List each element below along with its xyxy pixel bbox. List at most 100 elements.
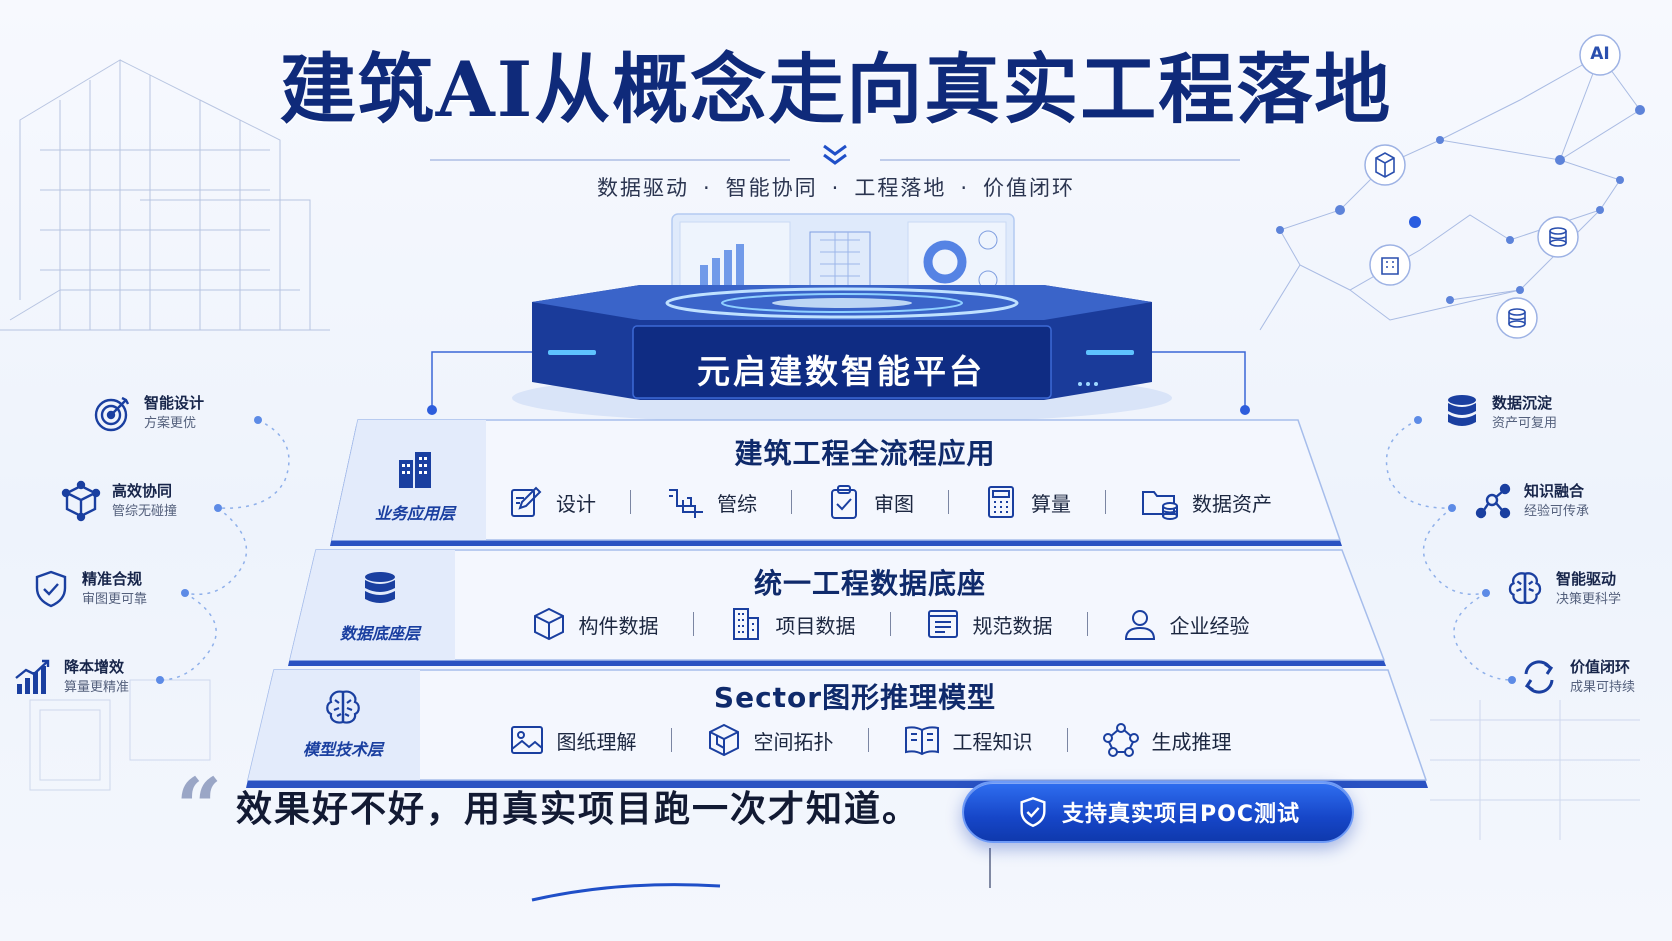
divider (1066, 728, 1068, 752)
layer-business-tag: 业务应用层 (348, 448, 482, 524)
layer-model-items: 图纸理解 空间拓扑 工程知识 生成推理 (420, 722, 1320, 758)
user-icon (1124, 610, 1155, 640)
item-drawing-understanding[interactable]: 图纸理解 (509, 722, 637, 758)
clipboard-check-icon (831, 485, 857, 519)
item-enterprise-experience[interactable]: 企业经验 (1122, 606, 1250, 642)
page-title: 建筑AI从概念走向真实工程落地 (279, 45, 1393, 134)
item-label: 工程知识 (952, 729, 1033, 754)
right-feature-1: 数据沉淀资产可复用 (1442, 392, 1557, 434)
edit-icon (511, 486, 542, 517)
shield-check-icon (35, 570, 67, 608)
feature-title: 降本增效 (64, 658, 125, 676)
item-label: 数据资产 (1192, 491, 1272, 516)
layer-data-tag: 数据底座层 (310, 568, 450, 644)
database-icon (310, 568, 450, 616)
item-design[interactable]: 设计 (508, 484, 596, 520)
cube-icon (533, 607, 564, 641)
item-project-data[interactable]: 项目数据 (728, 606, 856, 642)
divider (889, 612, 891, 636)
item-label: 管综 (717, 491, 757, 516)
slogan: 效果好不好，用真实项目跑一次才知道。 (236, 788, 921, 830)
poc-test-button[interactable]: 支持真实项目POC测试 (962, 781, 1354, 843)
feature-title: 精准合规 (82, 570, 143, 588)
item-pipe[interactable]: 管综 (665, 484, 757, 520)
shield-check-icon (1020, 796, 1046, 828)
divider (692, 612, 694, 636)
right-feature-2: 知识融合经验可传承 (1472, 480, 1589, 522)
feature-sub: 算量更精准 (64, 680, 130, 695)
left-feature-3: 精准合规审图更可靠 (30, 568, 147, 610)
tag-2: 智能协同 (725, 176, 818, 200)
open-book-icon (904, 726, 939, 756)
layer-tag-label: 模型技术层 (302, 740, 383, 759)
tag-separator: · (831, 176, 841, 200)
book-icon (927, 610, 958, 638)
item-component-data[interactable]: 构件数据 (531, 606, 659, 642)
feature-sub: 成果可持续 (1570, 680, 1636, 695)
item-spatial-topology[interactable]: 空间拓扑 (706, 722, 834, 758)
item-generative-reasoning[interactable]: 生成推理 (1102, 722, 1232, 758)
item-label: 构件数据 (578, 613, 659, 638)
layer-tag-label: 业务应用层 (374, 504, 455, 523)
right-feature-3: 智能驱动决策更科学 (1504, 568, 1621, 610)
divider (791, 490, 792, 514)
folder-database-icon (1142, 491, 1178, 520)
right-feature-4: 价值闭环成果可持续 (1518, 656, 1635, 698)
divider (1086, 612, 1088, 636)
divider (867, 728, 869, 752)
item-quantity[interactable]: 算量 (983, 484, 1071, 520)
item-engineering-knowledge[interactable]: 工程知识 (903, 722, 1033, 758)
subtitle-tags: 数据驱动 · 智能协同 · 工程落地 · 价值闭环 (0, 172, 1672, 202)
tag-separator: · (702, 176, 712, 200)
layer-data-items: 构件数据 项目数据 规范数据 企业经验 (460, 606, 1320, 642)
network-icon (1475, 483, 1511, 519)
item-label: 图纸理解 (556, 729, 637, 754)
feature-sub: 审图更可靠 (82, 592, 148, 607)
tag-separator: · (960, 176, 970, 200)
layer-business-title: 建筑工程全流程应用 (734, 437, 996, 470)
item-label: 设计 (556, 491, 596, 516)
feature-sub: 决策更科学 (1556, 592, 1622, 607)
left-feature-2: 高效协同管综无碰撞 (60, 480, 177, 522)
feature-title: 高效协同 (112, 482, 173, 500)
feature-title: 智能设计 (144, 394, 205, 412)
item-label: 规范数据 (972, 613, 1053, 638)
item-data-assets[interactable]: 数据资产 (1140, 484, 1272, 520)
target-icon (94, 396, 130, 432)
database-icon (1448, 395, 1476, 426)
bar-chart-icon (15, 659, 50, 694)
item-label: 生成推理 (1151, 729, 1232, 754)
poc-test-button-label: 支持真实项目POC测试 (1062, 802, 1300, 827)
divider (948, 490, 949, 514)
divider (1105, 490, 1106, 514)
divider (630, 490, 631, 514)
layer-model-tag: 模型技术层 (268, 686, 418, 760)
item-label: 算量 (1031, 491, 1071, 516)
calculator-icon (988, 486, 1014, 518)
brain-icon (1508, 572, 1542, 604)
left-feature-1: 智能设计方案更优 (92, 392, 204, 434)
layer-data-title: 统一工程数据底座 (753, 567, 986, 600)
building-icon (732, 608, 759, 640)
item-label: 项目数据 (775, 613, 856, 638)
building-icon (348, 448, 482, 496)
divider (670, 728, 672, 752)
item-review[interactable]: 审图 (826, 484, 914, 520)
cycle-icon (1524, 660, 1554, 694)
tag-3: 工程落地 (854, 176, 947, 200)
feature-title: 价值闭环 (1570, 658, 1631, 676)
item-label: 企业经验 (1169, 613, 1250, 638)
feature-title: 知识融合 (1524, 482, 1585, 500)
quote-icon: “ (176, 760, 223, 854)
feature-title: 数据沉淀 (1492, 394, 1553, 412)
item-label: 审图 (874, 491, 914, 516)
tag-1: 数据驱动 (596, 176, 689, 200)
platform-label: 元启建数智能平台 (697, 352, 985, 391)
pipe-icon (669, 489, 703, 518)
left-feature-4: 降本增效算量更精准 (12, 656, 129, 698)
item-standard-data[interactable]: 规范数据 (925, 606, 1053, 642)
tag-4: 价值闭环 (983, 176, 1076, 200)
feature-title: 智能驱动 (1556, 570, 1617, 588)
item-label: 空间拓扑 (753, 729, 834, 754)
